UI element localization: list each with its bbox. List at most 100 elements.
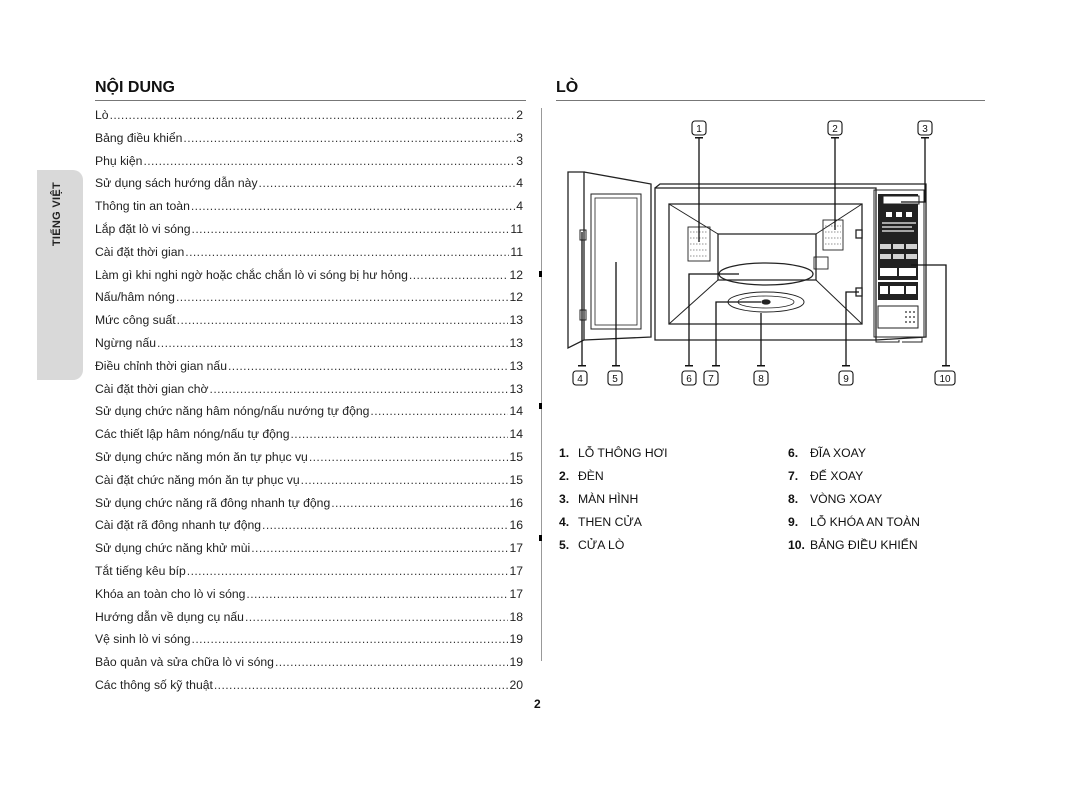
callout-2: 2 — [832, 124, 838, 135]
toc-entry-page: 11 — [510, 221, 523, 236]
toc-entry-page: 17 — [509, 586, 523, 601]
part-label: CỬA LÒ — [578, 538, 625, 552]
toc-leader-dots — [176, 290, 508, 304]
part-number: 1. — [559, 446, 570, 460]
part-label: ĐÈN — [578, 469, 604, 483]
toc-entry[interactable]: Cài đặt chức năng món ăn tự phục vụ 15 — [95, 473, 523, 496]
toc-entry[interactable]: Nấu/hâm nóng12 — [95, 290, 523, 313]
page-number: 2 — [534, 697, 541, 711]
toc-entry-title: Bảo quản và sửa chữa lò vi sóng — [95, 655, 274, 670]
toc-entry-page: 11 — [510, 244, 523, 259]
toc-leader-dots — [245, 610, 508, 624]
toc-entry[interactable]: Bảo quản và sửa chữa lò vi sóng 19 — [95, 655, 523, 678]
language-tab-label: TIẾNG VIỆT — [51, 182, 63, 247]
toc-leader-dots — [177, 313, 509, 327]
leader-9 — [845, 291, 859, 366]
toc-entry[interactable]: Sử dụng chức năng món ăn tự phục vụ15 — [95, 450, 523, 473]
toc-entry-page: 15 — [509, 472, 523, 487]
oven-heading: LÒ — [556, 79, 579, 96]
toc-leader-dots — [331, 496, 508, 510]
toc-leader-dots — [259, 176, 516, 190]
toc-leader-dots — [275, 655, 509, 669]
callout-box-8 — [753, 370, 769, 386]
toc-entry-page: 4 — [516, 199, 523, 214]
toc-leader-dots — [191, 199, 515, 213]
toc-entry-title: Sử dụng chức năng hâm nóng/nấu nướng tự … — [95, 404, 370, 419]
part-item: 7.ĐẾ XOAY — [788, 469, 988, 492]
toc-entry[interactable]: Các thông số kỹ thuật20 — [95, 678, 523, 701]
toc-entry-title: Sử dụng chức năng rã đông nhanh tự động — [95, 495, 331, 510]
callout-4: 4 — [577, 374, 583, 385]
toc-entry[interactable]: Hướng dẫn về dụng cụ nấu18 — [95, 610, 523, 633]
toc-leader-dots — [309, 450, 509, 464]
toc-entry[interactable]: Lắp đặt lò vi sóng 11 — [95, 222, 523, 245]
toc-entry[interactable]: Cài đặt rã đông nhanh tự động16 — [95, 518, 523, 541]
toc-entry[interactable]: Lò2 — [95, 108, 523, 131]
callout-7: 7 — [708, 374, 714, 385]
toc-entry[interactable]: Cài đặt thời gian chờ13 — [95, 382, 523, 405]
part-number: 7. — [788, 469, 799, 483]
part-item: 6.ĐĨA XOAY — [788, 446, 988, 469]
callout-box-6 — [681, 370, 697, 386]
toc-entry[interactable]: Sử dụng chức năng khử mùi17 — [95, 541, 523, 564]
toc-entry[interactable]: Vệ sinh lò vi sóng19 — [95, 632, 523, 655]
toc-entry[interactable]: Tắt tiếng kêu bíp17 — [95, 564, 523, 587]
part-number: 2. — [559, 469, 570, 483]
toc-entry-title: Phụ kiện — [95, 153, 143, 168]
toc-entry-page: 14 — [509, 404, 523, 419]
toc-entry-title: Cài đặt chức năng món ăn tự phục vụ — [95, 472, 300, 487]
toc-entry[interactable]: Mức công suất13 — [95, 313, 523, 336]
toc-entry[interactable]: Điều chỉnh thời gian nấu13 — [95, 359, 523, 382]
callout-1: 1 — [696, 124, 702, 135]
callout-box-2 — [827, 120, 843, 136]
divider-marker — [539, 403, 542, 409]
toc-entry[interactable]: Thông tin an toàn 4 — [95, 199, 523, 222]
oven-body-outline — [654, 183, 927, 341]
toc-entry-title: Làm gì khi nghi ngờ hoặc chắc chắn lò vi… — [95, 267, 408, 282]
divider-marker — [539, 271, 542, 277]
toc-leader-dots — [251, 541, 508, 555]
callout-box-3 — [917, 120, 933, 136]
toc-entry-page: 20 — [509, 677, 523, 692]
toc-entry[interactable]: Làm gì khi nghi ngờ hoặc chắc chắn lò vi… — [95, 268, 523, 291]
part-item: 1.LỖ THÔNG HƠI — [559, 446, 779, 469]
callout-8: 8 — [758, 374, 764, 385]
toc-entry-title: Thông tin an toàn — [95, 199, 190, 214]
toc-entry-title: Các thiết lập hâm nóng/nấu tự động — [95, 427, 290, 442]
cavity-back — [717, 233, 817, 281]
toc-leader-dots — [157, 336, 508, 350]
interlock-hole-top — [855, 229, 863, 239]
toc-entry-page: 2 — [516, 108, 523, 122]
toc-entry-page: 16 — [509, 495, 523, 510]
toc-entry-title: Khóa an toàn cho lò vi sóng — [95, 586, 246, 601]
part-label: THEN CỬA — [578, 515, 642, 529]
toc-entry[interactable]: Bảng điều khiển3 — [95, 131, 523, 154]
toc-entry[interactable]: Ngừng nấu13 — [95, 336, 523, 359]
toc-entry[interactable]: Sử dụng sách hướng dẫn này4 — [95, 176, 523, 199]
leader-3 — [901, 137, 926, 203]
toc-entry[interactable]: Khóa an toàn cho lò vi sóng 17 — [95, 587, 523, 610]
toc-entry-page: 13 — [509, 313, 523, 328]
column-divider — [541, 108, 542, 661]
toc-leader-dots — [214, 678, 509, 692]
toc-entry-page: 19 — [509, 655, 523, 670]
toc-entry-title: Lắp đặt lò vi sóng — [95, 221, 191, 236]
toc-leader-dots — [192, 632, 509, 646]
callout-10: 10 — [939, 374, 951, 385]
toc-entry-page: 15 — [509, 449, 523, 464]
toc-entry[interactable]: Phụ kiện3 — [95, 154, 523, 177]
toc-entry-title: Sử dụng chức năng khử mùi — [95, 541, 251, 556]
language-side-tab: TIẾNG VIỆT — [37, 170, 83, 380]
toc-entry[interactable]: Cài đặt thời gian11 — [95, 245, 523, 268]
callout-6: 6 — [686, 374, 692, 385]
door-release — [877, 305, 919, 329]
toc-entry[interactable]: Sử dụng chức năng hâm nóng/nấu nướng tự … — [95, 404, 523, 427]
toc-entry[interactable]: Các thiết lập hâm nóng/nấu tự động14 — [95, 427, 523, 450]
part-label: ĐĨA XOAY — [810, 446, 866, 460]
toc-entry-title: Điều chỉnh thời gian nấu — [95, 358, 227, 373]
toc-entry[interactable]: Sử dụng chức năng rã đông nhanh tự động 1… — [95, 496, 523, 519]
part-number: 9. — [788, 515, 799, 529]
part-item: 9.LỖ KHÓA AN TOÀN — [788, 515, 988, 538]
toc-entry-title: Ngừng nấu — [95, 335, 157, 350]
